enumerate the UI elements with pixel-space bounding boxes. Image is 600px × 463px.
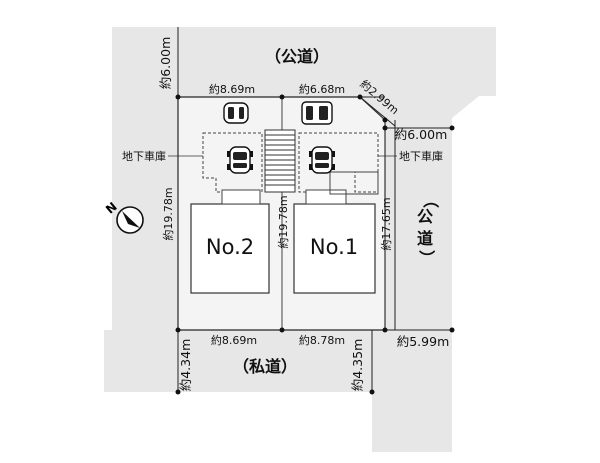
lot-no2-label: No.2 <box>206 235 254 259</box>
car-icon <box>308 146 336 174</box>
stairs <box>264 129 296 193</box>
public-road-right-label: （ 公 道 ） <box>417 192 440 266</box>
lot-no1-label: No.1 <box>310 235 358 259</box>
dim-bottom-left: 約8.69m <box>211 333 257 347</box>
private-road-bottom <box>104 330 385 452</box>
dim-top-road-width: 約6.00m <box>158 37 173 90</box>
svg-text:（: （ <box>421 192 440 208</box>
svg-text:道: 道 <box>417 229 433 248</box>
car-icon <box>226 146 254 174</box>
svg-text:）: ） <box>417 250 436 266</box>
garage-right <box>298 132 379 205</box>
dim-right-depth: 約17.65m <box>379 197 393 250</box>
garage-left-callout: 地下車庫 <box>122 149 203 163</box>
public-road-top-label: （公道） <box>265 47 329 66</box>
dim-right-road-bottom: 約5.99m <box>397 334 450 349</box>
private-road-label: （私道） <box>233 357 297 376</box>
garage-left-label: 地下車庫 <box>122 149 166 163</box>
dimension-points <box>175 94 455 395</box>
svg-text:公: 公 <box>417 207 433 226</box>
garage-right-callout: 地下車庫 <box>378 149 443 163</box>
car-icon <box>301 101 333 125</box>
garage-left <box>202 132 263 205</box>
lot-no1: No.1 <box>293 203 376 294</box>
dim-private-right: 約4.35m <box>350 339 365 392</box>
car-icon <box>223 102 249 124</box>
garage-right-label: 地下車庫 <box>399 149 443 163</box>
dim-right-road-top: 約6.00m <box>395 127 448 142</box>
dim-left-depth: 約19.78m <box>161 187 175 240</box>
dim-private-left: 約4.34m <box>178 339 193 392</box>
lot-no2: No.2 <box>190 203 270 294</box>
dim-bottom-right: 約8.78m <box>299 333 345 347</box>
dim-top-left: 約8.69m <box>209 82 255 96</box>
dim-center-depth: 約19.78m <box>276 195 290 248</box>
dim-top-right: 約6.68m <box>299 82 345 96</box>
